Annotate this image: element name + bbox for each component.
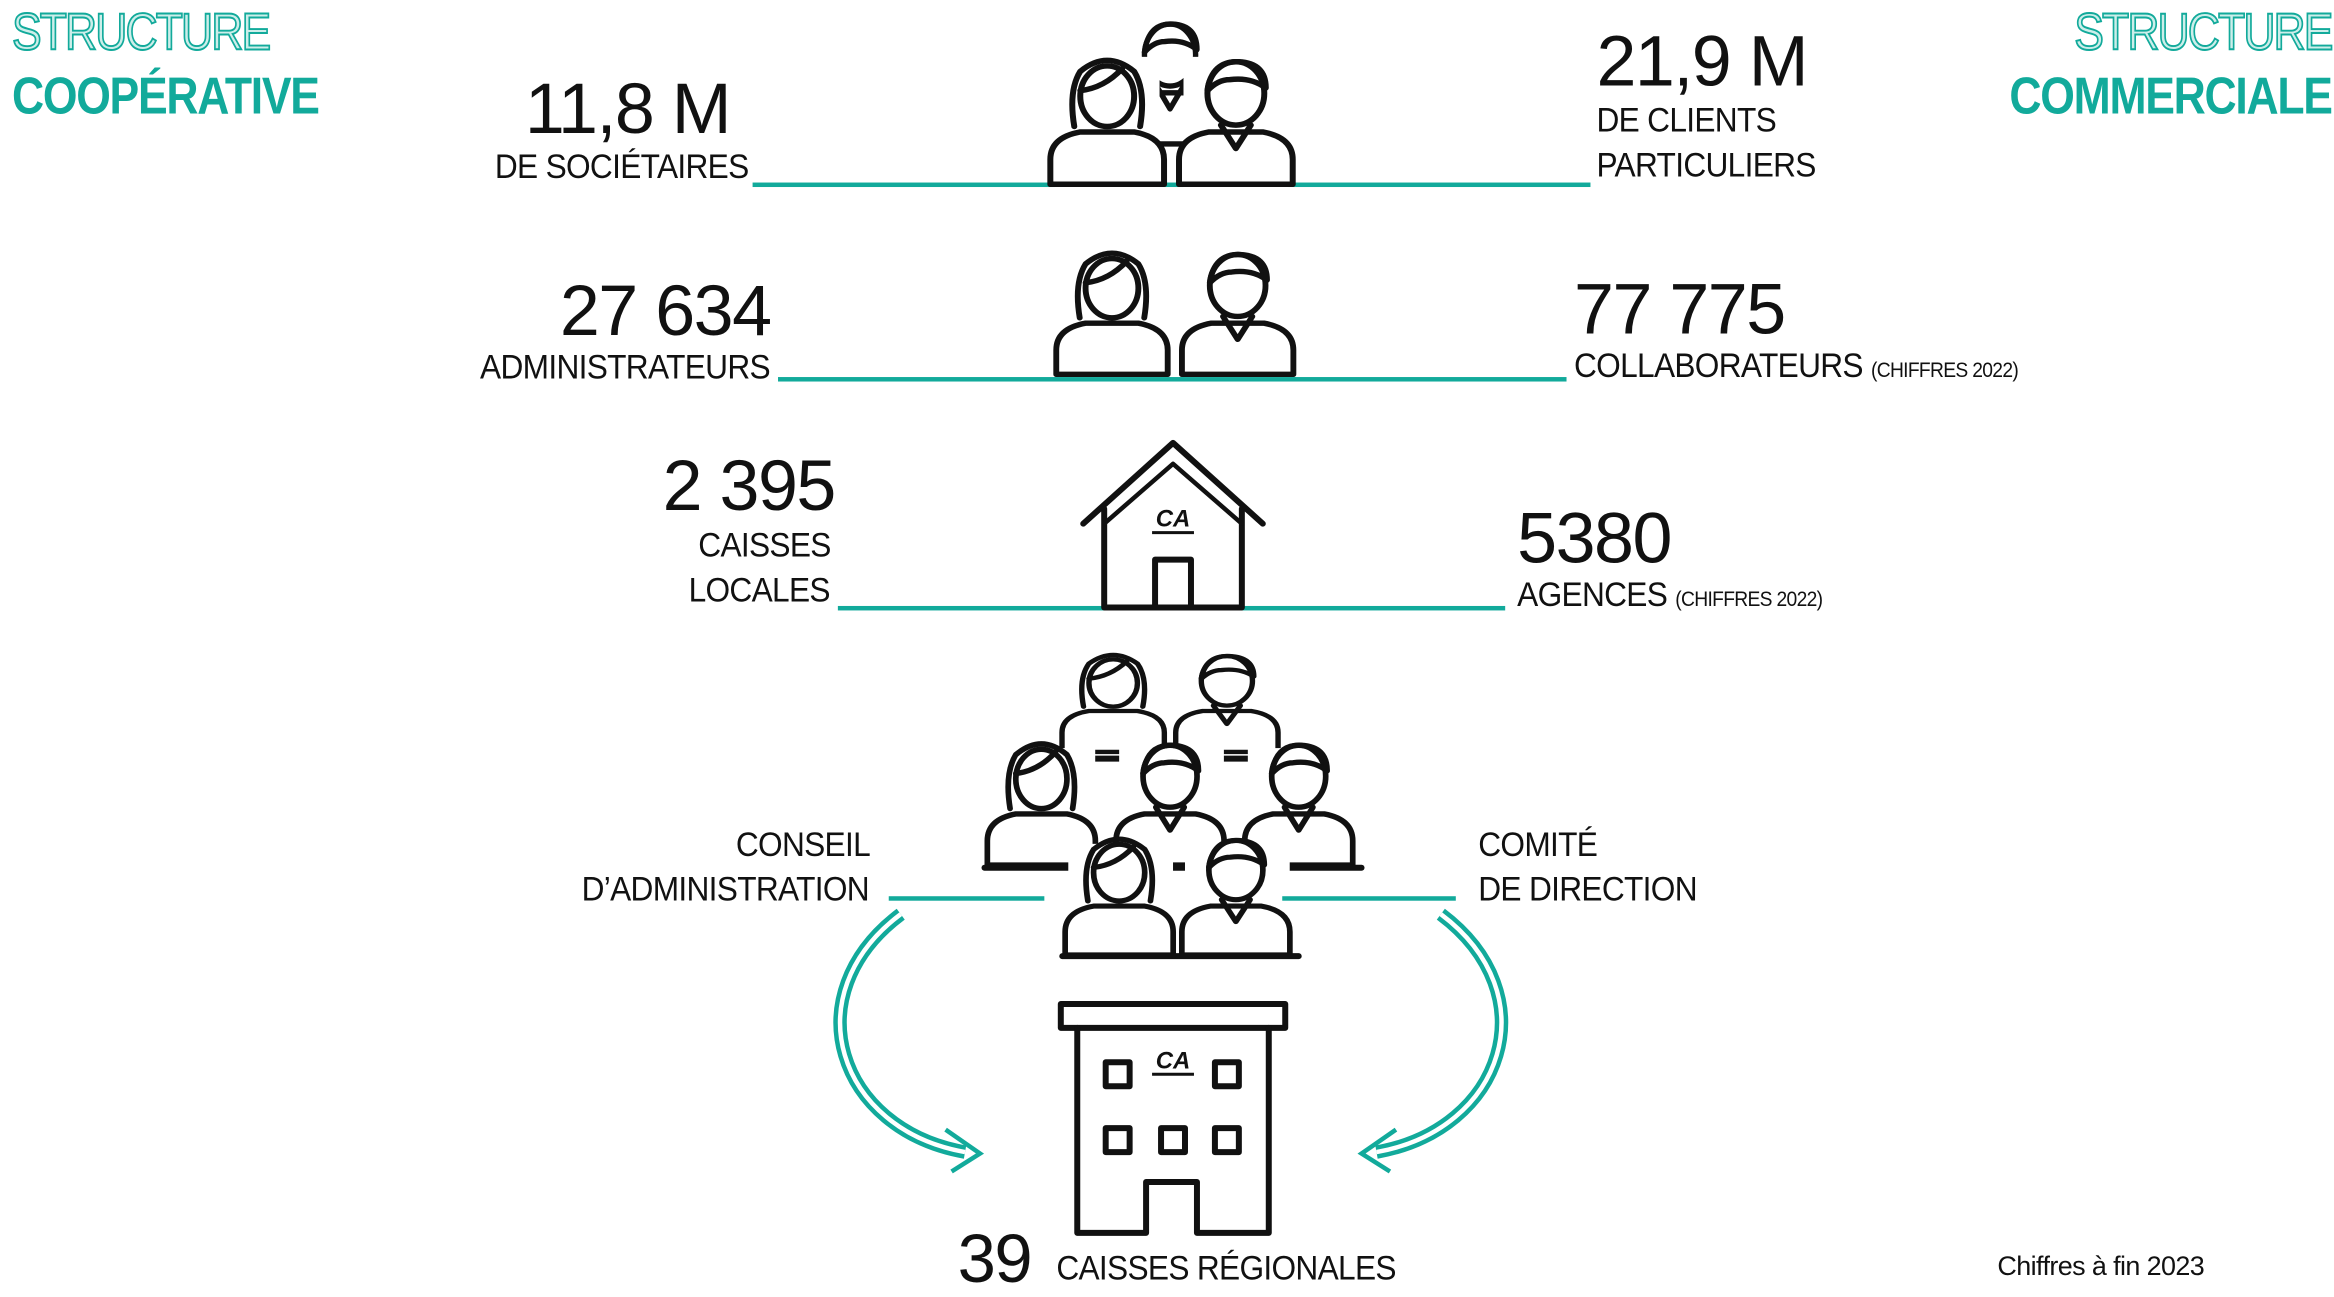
societaires-value: 11,8 M bbox=[524, 70, 732, 150]
ca-logo: CA bbox=[1156, 506, 1191, 533]
caisses-locales-label-1: CAISSES bbox=[697, 525, 831, 565]
comite-connector bbox=[1282, 896, 1456, 901]
clients-label-2: PARTICULIERS bbox=[1596, 145, 1816, 185]
right-title-line2: COMMERCIALE bbox=[2008, 67, 2333, 126]
agences-value: 5380 bbox=[1517, 499, 1672, 580]
right-title-line1: STRUCTURE bbox=[2073, 2, 2334, 62]
left-title-line2: COOPÉRATIVE bbox=[11, 67, 320, 126]
collaborateurs-value: 77 775 bbox=[1574, 270, 1786, 351]
conseil-label-1: CONSEIL bbox=[735, 824, 870, 864]
conseil-label-2: D’ADMINISTRATION bbox=[581, 869, 870, 909]
footnote: Chiffres à fin 2023 bbox=[1997, 1250, 2205, 1281]
left-curved-arrow-icon bbox=[833, 908, 985, 1174]
employees-icon bbox=[1053, 242, 1307, 380]
administrateurs-value: 27 634 bbox=[559, 272, 772, 352]
regional-bank-building-icon: CA bbox=[1057, 1000, 1289, 1236]
caisses-locales-value: 2 395 bbox=[662, 447, 837, 527]
left-title-line1: STRUCTURE bbox=[11, 2, 272, 62]
collaborateurs-note: (CHIFFRES 2022) bbox=[1870, 357, 2019, 382]
agency-house-icon: CA bbox=[1080, 439, 1266, 611]
clients-label-1: DE CLIENTS bbox=[1596, 100, 1777, 140]
comite-label-1: COMITÉ bbox=[1478, 824, 1598, 864]
collaborateurs-label: COLLABORATEURS (CHIFFRES 2022) bbox=[1574, 345, 2019, 385]
people-group-icon bbox=[1044, 12, 1306, 192]
caisses-regionales-value: 39 bbox=[957, 1219, 1033, 1297]
clients-value: 21,9 M bbox=[1596, 22, 1808, 102]
row1-divider bbox=[752, 182, 1591, 188]
caisses-locales-label-2: LOCALES bbox=[689, 570, 831, 609]
comite-label-2: DE DIRECTION bbox=[1478, 869, 1697, 909]
societaires-label: DE SOCIÉTAIRES bbox=[494, 146, 749, 186]
row2-divider bbox=[778, 377, 1567, 382]
agences-label: AGENCES (CHIFFRES 2022) bbox=[1517, 574, 1823, 614]
caisses-regionales-label: CAISSES RÉGIONALES bbox=[1056, 1247, 1396, 1287]
conseil-connector bbox=[888, 896, 1045, 901]
board-meeting-icon bbox=[981, 646, 1365, 964]
administrateurs-label: ADMINISTRATEURS bbox=[480, 347, 772, 387]
right-curved-arrow-icon bbox=[1357, 908, 1509, 1174]
agences-note: (CHIFFRES 2022) bbox=[1675, 586, 1823, 611]
ca-logo: CA bbox=[1156, 1047, 1191, 1074]
